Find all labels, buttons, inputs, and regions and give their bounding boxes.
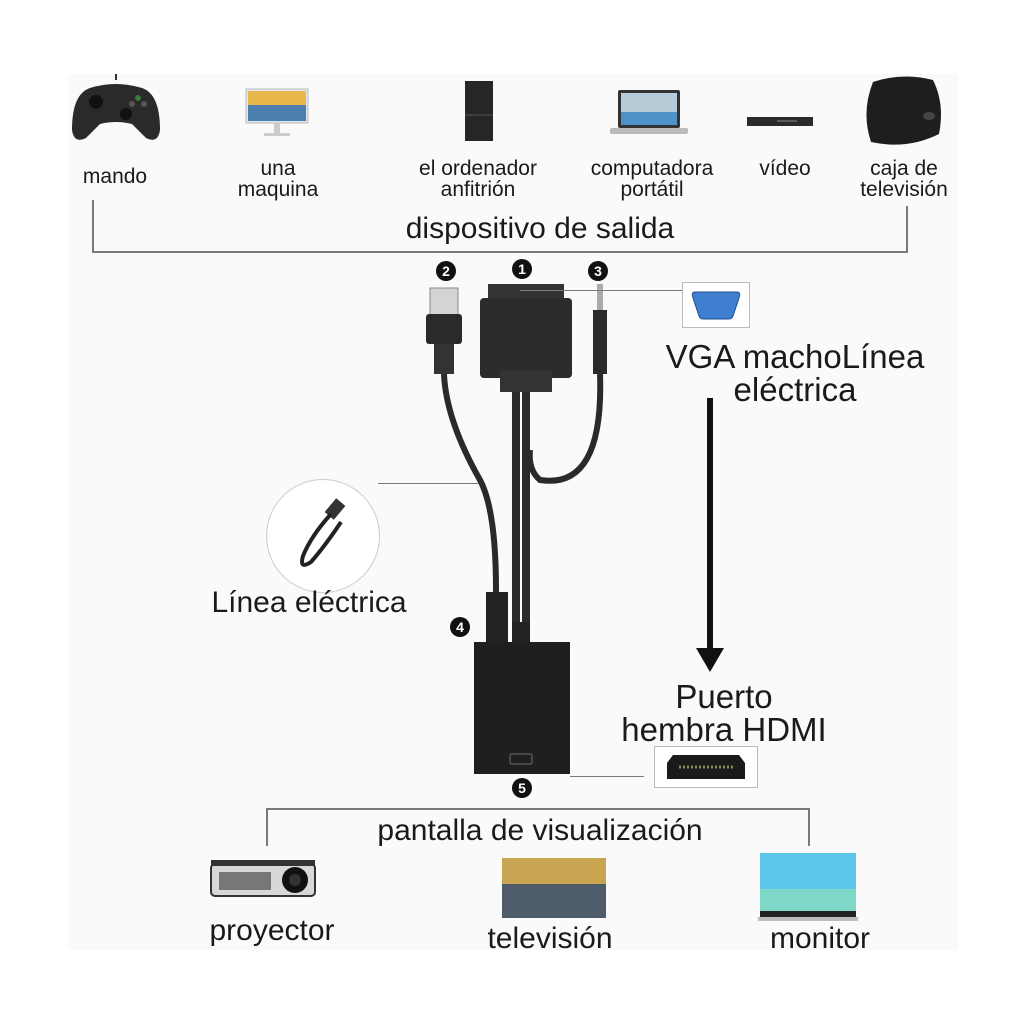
projector-icon <box>210 860 316 897</box>
device-label-mando: mando <box>82 165 148 188</box>
label-line: maquina <box>237 178 319 201</box>
label-line: eléctrica <box>733 371 857 408</box>
monitor-icon <box>245 88 309 136</box>
hdmi-port-callout <box>654 746 758 788</box>
marker-3: 3 <box>588 261 608 281</box>
arrow-shaft <box>707 398 713 650</box>
bracket-line <box>92 200 94 252</box>
label-line: televisión <box>860 178 948 201</box>
tv-box-icon <box>866 76 941 145</box>
label-line: hembra HDMI <box>621 711 827 748</box>
device-label-caja-tv: caja de televisión <box>842 158 966 200</box>
output-group-label: dispositivo de salida <box>405 212 675 245</box>
vga-port-callout <box>682 282 750 328</box>
hdmi-port-icon <box>667 755 745 779</box>
display-label-television: televisión <box>487 922 613 955</box>
callout-line <box>570 776 644 777</box>
usb-cable-icon <box>300 498 346 567</box>
label-line: Puerto <box>675 678 773 715</box>
device-label-una-maquina: una maquina <box>228 158 328 200</box>
cable-assembly <box>426 284 607 774</box>
television-icon <box>502 858 606 918</box>
arrow-down-icon <box>696 648 724 672</box>
vga-port-icon <box>691 291 741 320</box>
display-label-monitor: monitor <box>769 922 871 955</box>
laptop-icon <box>610 90 688 134</box>
hdmi-label: Puerto hembra HDMI <box>594 680 854 746</box>
bracket-line <box>266 808 268 846</box>
label-line: anfitrión <box>440 178 516 201</box>
callout-line <box>378 483 478 484</box>
display-label-proyector: proyector <box>209 914 335 947</box>
label-line: computadora <box>590 157 714 180</box>
power-label: Línea eléctrica <box>211 586 407 619</box>
device-label-ordenador: el ordenador anfitrión <box>398 158 558 200</box>
marker-1: 1 <box>512 259 532 279</box>
bracket-line <box>92 251 908 253</box>
marker-5: 5 <box>512 778 532 798</box>
label-line: una <box>260 157 296 180</box>
power-cable-callout <box>266 479 380 593</box>
device-label-portatil: computadora portátil <box>572 158 732 200</box>
monitor-icon <box>758 853 858 921</box>
bracket-line <box>808 808 810 846</box>
label-line: VGA machoLínea <box>665 338 925 375</box>
dvd-player-icon <box>747 117 813 126</box>
bracket-line <box>266 808 810 810</box>
callout-line <box>520 290 682 291</box>
vga-label: VGA machoLínea eléctrica <box>640 340 950 406</box>
marker-4: 4 <box>450 617 470 637</box>
label-line: caja de <box>870 157 938 180</box>
marker-2: 2 <box>436 261 456 281</box>
bracket-line <box>906 206 908 253</box>
gamepad-icon <box>72 74 160 140</box>
label-line: el ordenador <box>419 157 537 180</box>
label-line: portátil <box>620 178 684 201</box>
desktop-tower-icon <box>465 81 493 141</box>
device-label-video: vídeo <box>759 157 811 180</box>
display-group-label: pantalla de visualización <box>377 814 703 847</box>
